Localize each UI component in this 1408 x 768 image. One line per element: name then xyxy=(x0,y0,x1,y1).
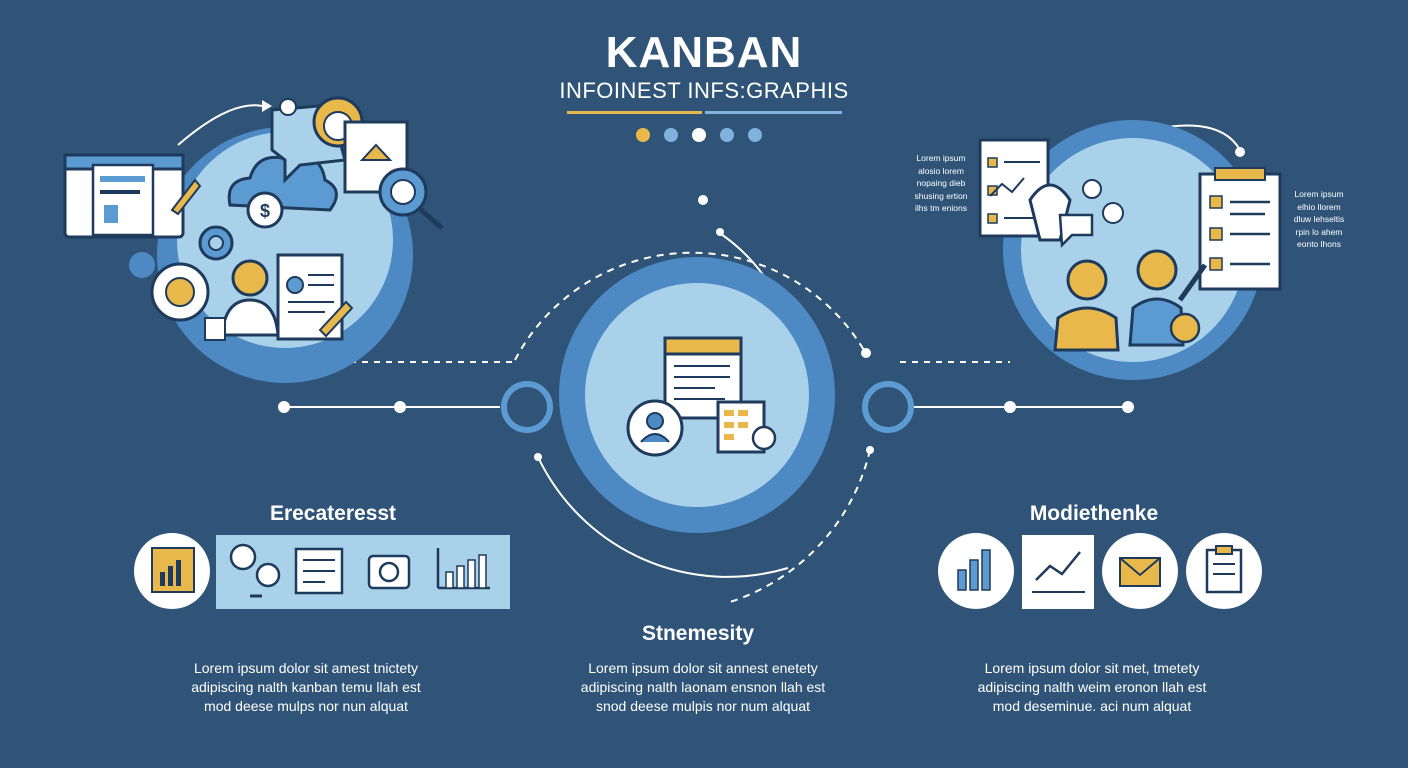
orbit-dot xyxy=(534,453,542,461)
side-note-left: Lorem ipsum alosio lorem nopaing dieb sh… xyxy=(906,152,976,215)
section-heading-center: Stnemesity xyxy=(641,622,755,645)
person-icon xyxy=(231,259,269,297)
orbit-dot xyxy=(716,228,724,236)
dot-5 xyxy=(748,128,762,142)
connector-nodes xyxy=(278,401,1134,413)
text-line: mod deese mulps nor nun alquat xyxy=(204,698,408,714)
dot-1 xyxy=(636,128,650,142)
text-line: adipiscing nalth laonam ensnon llah est xyxy=(580,679,826,695)
center-orbit xyxy=(350,231,1010,603)
side-note-line: Lorem ipsum xyxy=(1294,189,1344,199)
check-badge-icon xyxy=(1169,312,1201,344)
connector-node xyxy=(1122,401,1134,413)
section-text-center: Lorem ipsum dolor sit annest enetety adi… xyxy=(553,659,853,716)
text-line: mod deseminue. aci num alquat xyxy=(992,698,1192,714)
side-note-line: alosio lorem xyxy=(918,165,964,176)
center-document-icon xyxy=(663,336,743,420)
title-underline-yellow xyxy=(567,111,702,114)
dot-4 xyxy=(720,128,734,142)
left-icon-strip xyxy=(134,533,510,609)
page-subtitle: INFOINEST INFS:GRAPHIS xyxy=(559,78,849,103)
text-line: adipiscing nalth kanban temu llah est xyxy=(191,679,421,695)
center-user-icon xyxy=(626,399,684,457)
connector-node xyxy=(394,401,406,413)
orbit-dot xyxy=(866,446,874,454)
left-cluster: $ xyxy=(63,96,444,383)
side-note-line: dluw lehseltis xyxy=(1293,214,1345,224)
connector-node xyxy=(1004,401,1016,413)
section-heading-left: Erecateresst xyxy=(269,502,397,525)
connector-node xyxy=(278,401,290,413)
title-underline-blue xyxy=(705,111,842,114)
team-member-icon xyxy=(1066,259,1108,301)
side-note-right: Lorem ipsum elhio llorem dluw lehseltis … xyxy=(1284,188,1354,251)
side-note-line: Lorem ipsum xyxy=(916,153,966,163)
right-icon-strip xyxy=(938,533,1262,609)
section-text-right: Lorem ipsum dolor sit met, tmetety adipi… xyxy=(942,659,1242,716)
checklist-document-icon xyxy=(294,547,344,595)
camera-icon xyxy=(367,554,411,590)
side-note-line: ilhs tm enions xyxy=(915,203,967,213)
speech-magnifier-icon xyxy=(229,543,281,598)
orbit-dot xyxy=(861,348,871,358)
page-title: KANBAN xyxy=(605,28,803,77)
text-line: Lorem ipsum dolor sit amest tnictety xyxy=(193,660,419,676)
side-note-line: elhio llorem xyxy=(1297,201,1341,212)
ring-node-left xyxy=(501,381,553,433)
chat-bubble-icon xyxy=(1058,213,1094,248)
right-cluster xyxy=(978,120,1282,380)
bar-chart-icon xyxy=(436,548,490,590)
text-line: adipiscing nalth weim eronon llah est xyxy=(977,679,1207,695)
section-heading-right: Modiethenke xyxy=(1029,502,1159,525)
text-line: snod deese mulpis nor num alquat xyxy=(595,698,811,714)
ring-node-right xyxy=(862,381,914,433)
dot-3 xyxy=(692,128,706,142)
center-table-icon xyxy=(716,400,777,454)
dollar-icon xyxy=(246,191,284,229)
team-member-icon xyxy=(1136,249,1178,291)
dot-2 xyxy=(664,128,678,142)
text-line: Lorem ipsum dolor sit annest enetety xyxy=(588,660,818,676)
svg-text:$: $ xyxy=(260,201,270,221)
section-text-left: Lorem ipsum dolor sit amest tnictety adi… xyxy=(156,659,456,716)
side-note-line: eonto lhons xyxy=(1297,239,1341,249)
side-note-line: nopaing dieb xyxy=(916,178,966,188)
side-note-line: rpin lo ahem xyxy=(1295,226,1343,237)
text-line: Lorem ipsum dolor sit met, tmetety xyxy=(984,660,1200,676)
orbit-dot xyxy=(698,195,708,205)
decorative-dots xyxy=(636,128,762,142)
side-note-line: shusing ertion xyxy=(914,190,968,201)
